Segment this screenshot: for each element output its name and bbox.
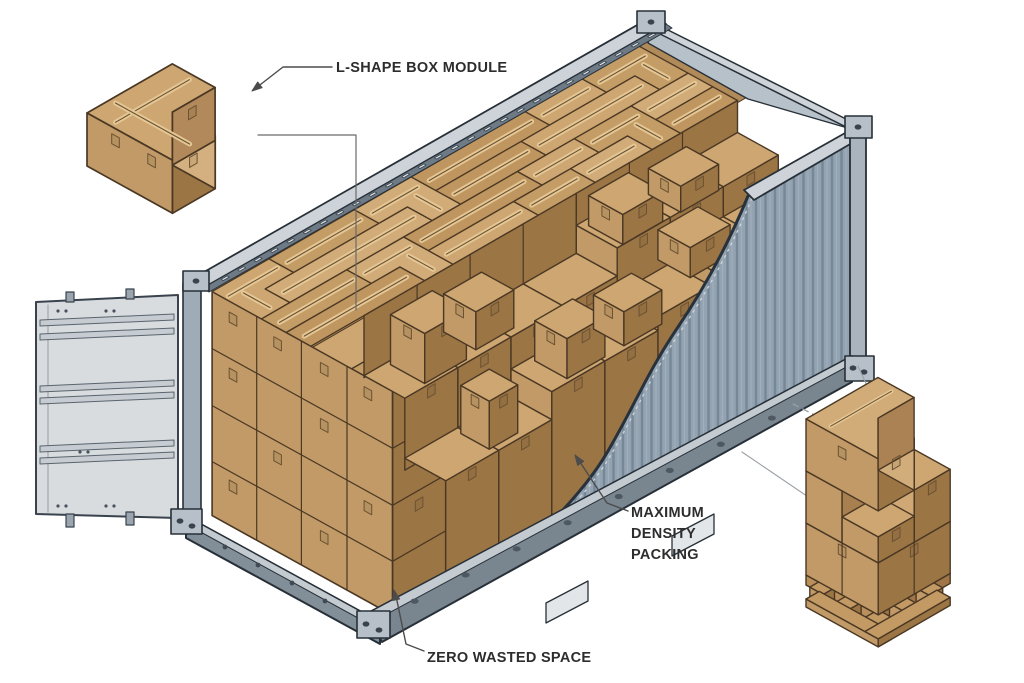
top-packing-pattern (211, 41, 748, 348)
label-line: DENSITY (631, 526, 696, 542)
annotation-leaders (251, 66, 629, 652)
label-zero-wasted-space: ZERO WASTED SPACE (427, 650, 592, 666)
container-door (35, 288, 179, 528)
label-l-shape-box-module: L-SHAPE BOX MODULE (336, 60, 508, 76)
label-line: PACKING (631, 547, 699, 563)
l-shape-module-illustration (86, 63, 217, 215)
label-maximum-density-packing: MAXIMUM DENSITY PACKING (631, 503, 704, 566)
label-line: MAXIMUM (631, 505, 704, 521)
pallet-stack (805, 376, 951, 648)
